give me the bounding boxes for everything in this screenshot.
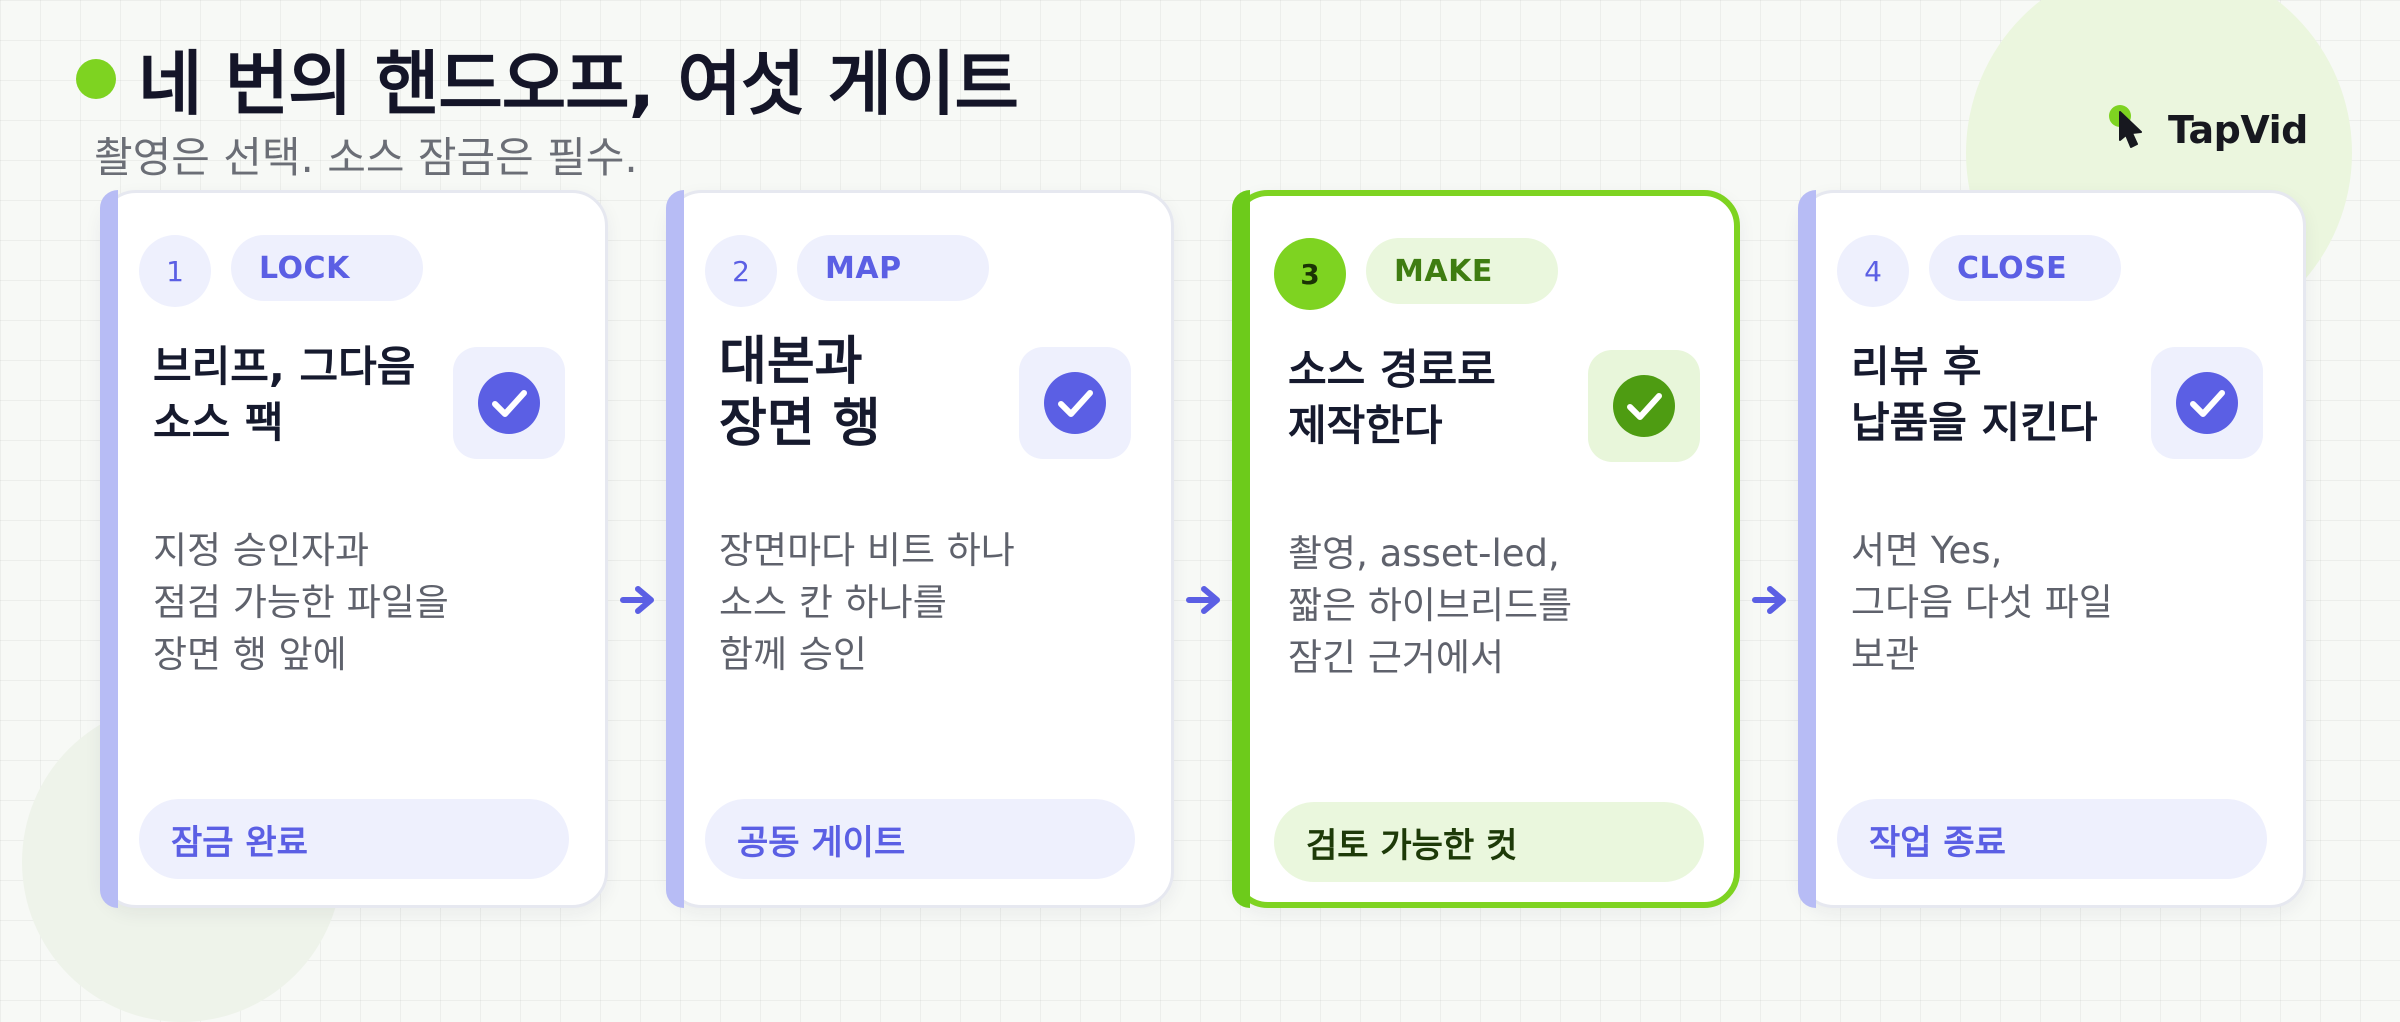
check-circle-icon <box>1613 375 1675 437</box>
card-rail <box>100 190 118 908</box>
step-card-make: 3 MAKE 소스 경로로 제작한다 촬영, asset-led, 짧은 하이브… <box>1232 190 1740 908</box>
arrow-right-icon <box>620 586 654 614</box>
step-tag: MAP <box>797 235 989 301</box>
step-number: 4 <box>1837 235 1909 307</box>
card-rail <box>1232 190 1250 908</box>
step-tag: CLOSE <box>1929 235 2121 301</box>
step-tag: LOCK <box>231 235 423 301</box>
step-card-map: 2 MAP 대본과 장면 행 장면마다 비트 하나 소스 칸 하나를 함께 승인… <box>666 190 1174 908</box>
step-description: 장면마다 비트 하나 소스 칸 하나를 함께 승인 <box>719 529 1015 676</box>
step-number: 3 <box>1274 238 1346 310</box>
step-heading: 소스 경로로 제작한다 <box>1288 345 1496 450</box>
card-rail <box>666 190 684 908</box>
step-card-close: 4 CLOSE 리뷰 후 납품을 지킨다 서면 Yes, 그다음 다섯 파일 보… <box>1798 190 2306 908</box>
arrow-right-icon <box>1752 586 1786 614</box>
step-status-pill: 잠금 완료 <box>139 799 569 879</box>
step-number: 2 <box>705 235 777 307</box>
brand-logo: TapVid <box>2104 100 2308 160</box>
step-card-lock: 1 LOCK 브리프, 그다음 소스 팩 지정 승인자과 점검 가능한 파일을 … <box>100 190 608 908</box>
title-bullet-dot <box>76 59 116 99</box>
arrow-right-icon <box>1186 586 1220 614</box>
step-status-pill: 공동 게이트 <box>705 799 1135 879</box>
step-number: 1 <box>139 235 211 307</box>
pointer-hand-icon <box>2109 105 2142 148</box>
step-heading: 브리프, 그다음 소스 팩 <box>153 342 416 447</box>
step-status-pill: 검토 가능한 컷 <box>1274 802 1704 882</box>
step-status-pill: 작업 종료 <box>1837 799 2267 879</box>
check-circle-icon <box>2176 372 2238 434</box>
brand-name: TapVid <box>2168 108 2308 152</box>
page-subtitle: 촬영은 선택. 소스 잠금은 필수. <box>94 133 638 182</box>
check-badge <box>1019 347 1131 459</box>
check-badge <box>2151 347 2263 459</box>
step-heading: 대본과 장면 행 <box>719 332 881 454</box>
check-circle-icon <box>478 372 540 434</box>
step-description: 서면 Yes, 그다음 다섯 파일 보관 <box>1851 529 2113 676</box>
page-title: 네 번의 핸드오프, 여섯 게이트 <box>138 43 1019 125</box>
step-description: 지정 승인자과 점검 가능한 파일을 장면 행 앞에 <box>153 529 449 676</box>
check-badge <box>1588 350 1700 462</box>
step-heading: 리뷰 후 납품을 지킨다 <box>1851 342 2098 447</box>
step-tag: MAKE <box>1366 238 1558 304</box>
check-badge <box>453 347 565 459</box>
check-circle-icon <box>1044 372 1106 434</box>
card-rail <box>1798 190 1816 908</box>
step-description: 촬영, asset-led, 짧은 하이브리드를 잠긴 근거에서 <box>1288 532 1573 679</box>
